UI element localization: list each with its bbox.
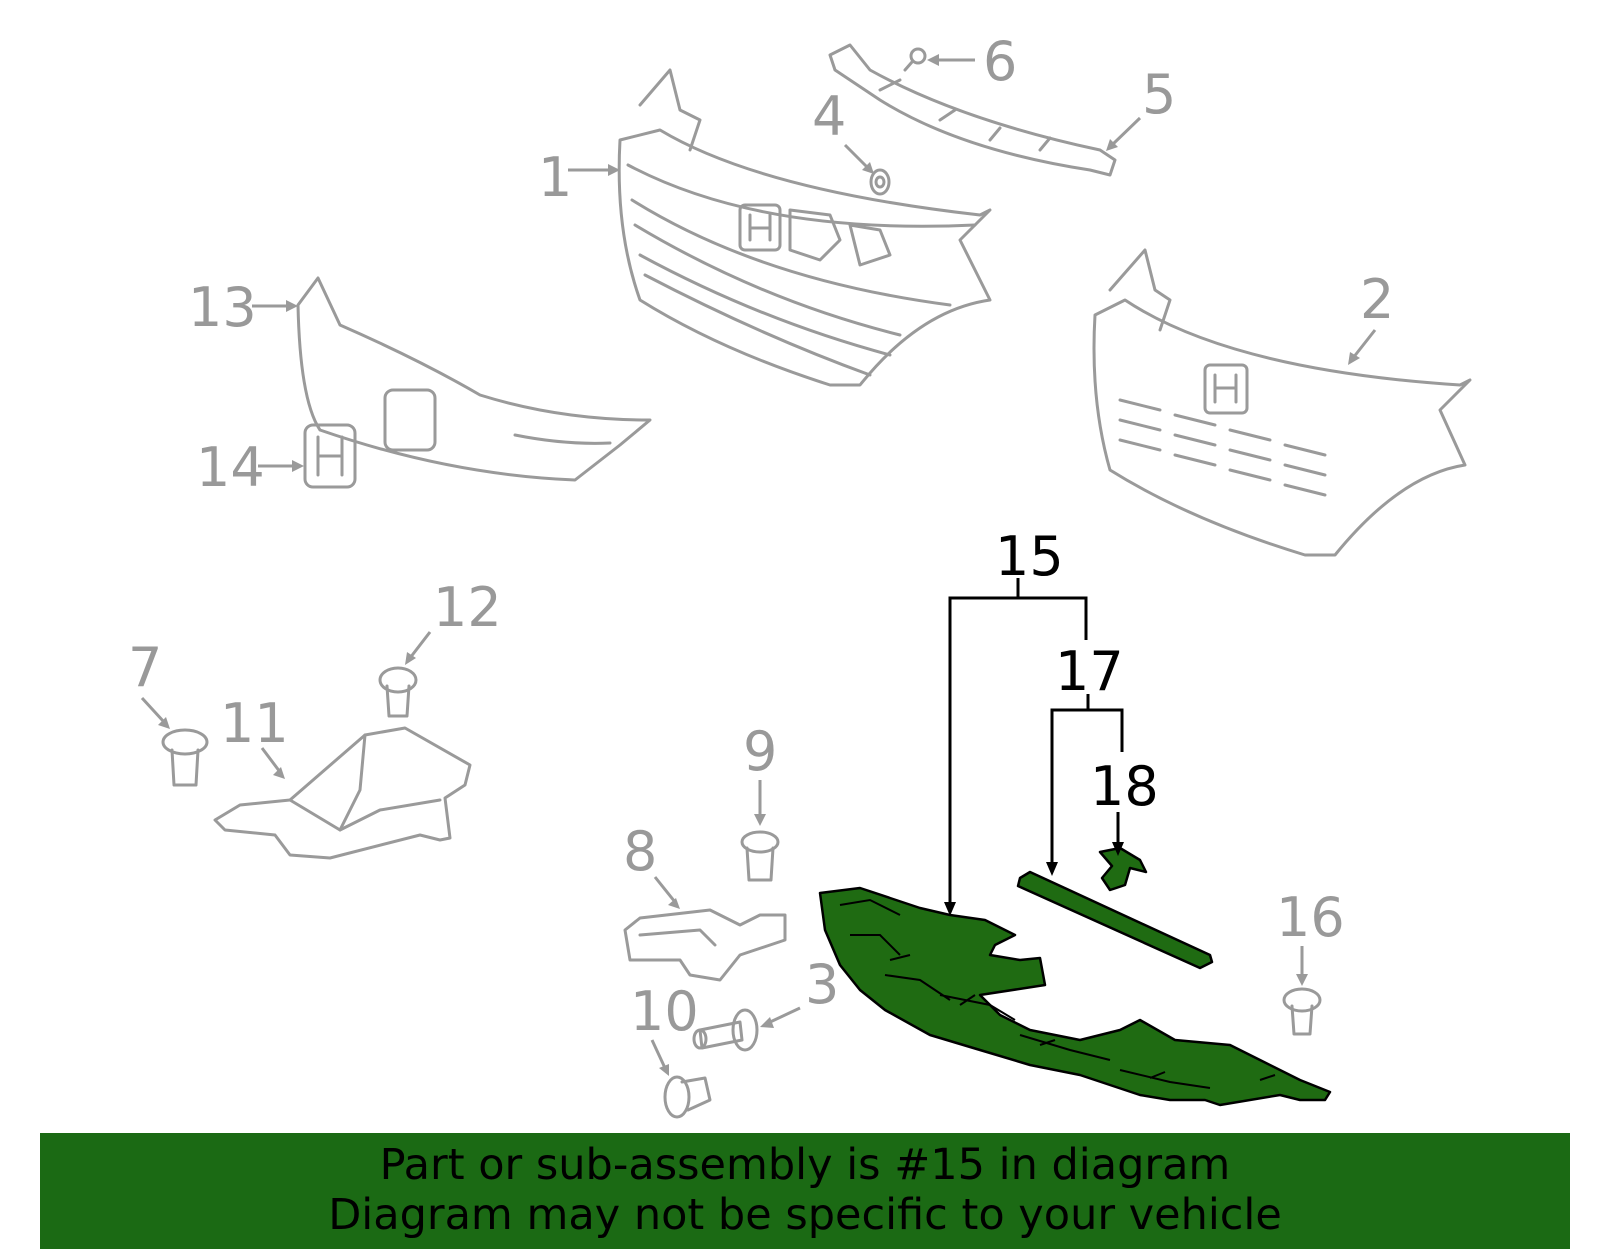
callout-label-16: 16 bbox=[1276, 886, 1345, 949]
lower-bracket-part-11 bbox=[213, 726, 472, 860]
splash-shield-part-15 bbox=[818, 886, 1332, 1107]
callout-1: 1 bbox=[538, 146, 620, 209]
callout-16: 16 bbox=[1276, 886, 1345, 986]
banner-line-2: Diagram may not be specific to your vehi… bbox=[328, 1190, 1282, 1240]
callout-label-12: 12 bbox=[433, 576, 502, 639]
bolt-part-3 bbox=[692, 1008, 759, 1052]
callout-label-2: 2 bbox=[1360, 268, 1394, 331]
callout-label-18: 18 bbox=[1090, 755, 1159, 818]
info-banner: Part or sub-assembly is #15 in diagram D… bbox=[40, 1133, 1570, 1249]
bolt-part-12 bbox=[378, 666, 418, 718]
callout-label-1: 1 bbox=[538, 146, 572, 209]
callout-14: 14 bbox=[196, 436, 304, 499]
callout-8: 8 bbox=[623, 820, 680, 909]
callout-9: 9 bbox=[743, 720, 777, 826]
side-bracket-part-8 bbox=[623, 908, 787, 982]
clip-part-10 bbox=[663, 1075, 712, 1119]
callout-label-17: 17 bbox=[1055, 640, 1124, 703]
grille-assembly-part-1 bbox=[617, 68, 992, 387]
callout-3: 3 bbox=[760, 953, 839, 1028]
callout-label-11: 11 bbox=[220, 692, 289, 755]
upper-bracket-part-5 bbox=[828, 43, 1117, 177]
emblem-part-14 bbox=[303, 423, 357, 489]
bolt-part-9 bbox=[740, 830, 780, 882]
callout-5: 5 bbox=[1106, 63, 1176, 151]
callout-label-4: 4 bbox=[812, 85, 846, 148]
callout-label-5: 5 bbox=[1142, 63, 1176, 126]
callout-11: 11 bbox=[220, 692, 289, 779]
callout-label-7: 7 bbox=[128, 636, 162, 699]
callout-label-13: 13 bbox=[188, 276, 257, 339]
callout-label-9: 9 bbox=[743, 720, 777, 783]
banner-line-1: Part or sub-assembly is #15 in diagram bbox=[379, 1140, 1231, 1190]
clip-part-4 bbox=[869, 168, 891, 196]
seal-strip-part-17 bbox=[1016, 870, 1214, 970]
callout-4: 4 bbox=[812, 85, 874, 174]
callout-12: 12 bbox=[405, 576, 502, 665]
callout-10: 10 bbox=[630, 980, 699, 1076]
callout-label-14: 14 bbox=[196, 436, 265, 499]
clip-part-7 bbox=[161, 728, 209, 787]
callout-6: 6 bbox=[927, 30, 1017, 93]
assembly-bracket-lines bbox=[944, 578, 1124, 916]
callout-label-15: 15 bbox=[995, 525, 1064, 588]
grille-assembly-part-2 bbox=[1092, 248, 1472, 557]
callout-label-6: 6 bbox=[983, 30, 1017, 93]
screw-part-6 bbox=[903, 47, 927, 72]
callout-label-10: 10 bbox=[630, 980, 699, 1043]
clip-part-18 bbox=[1098, 846, 1148, 892]
clip-part-16 bbox=[1282, 987, 1322, 1036]
garnish-part-13 bbox=[296, 276, 652, 482]
callout-7: 7 bbox=[128, 636, 170, 729]
callout-2: 2 bbox=[1348, 268, 1394, 365]
callout-label-8: 8 bbox=[623, 820, 657, 883]
callout-13: 13 bbox=[188, 276, 298, 339]
callout-label-3: 3 bbox=[805, 953, 839, 1016]
